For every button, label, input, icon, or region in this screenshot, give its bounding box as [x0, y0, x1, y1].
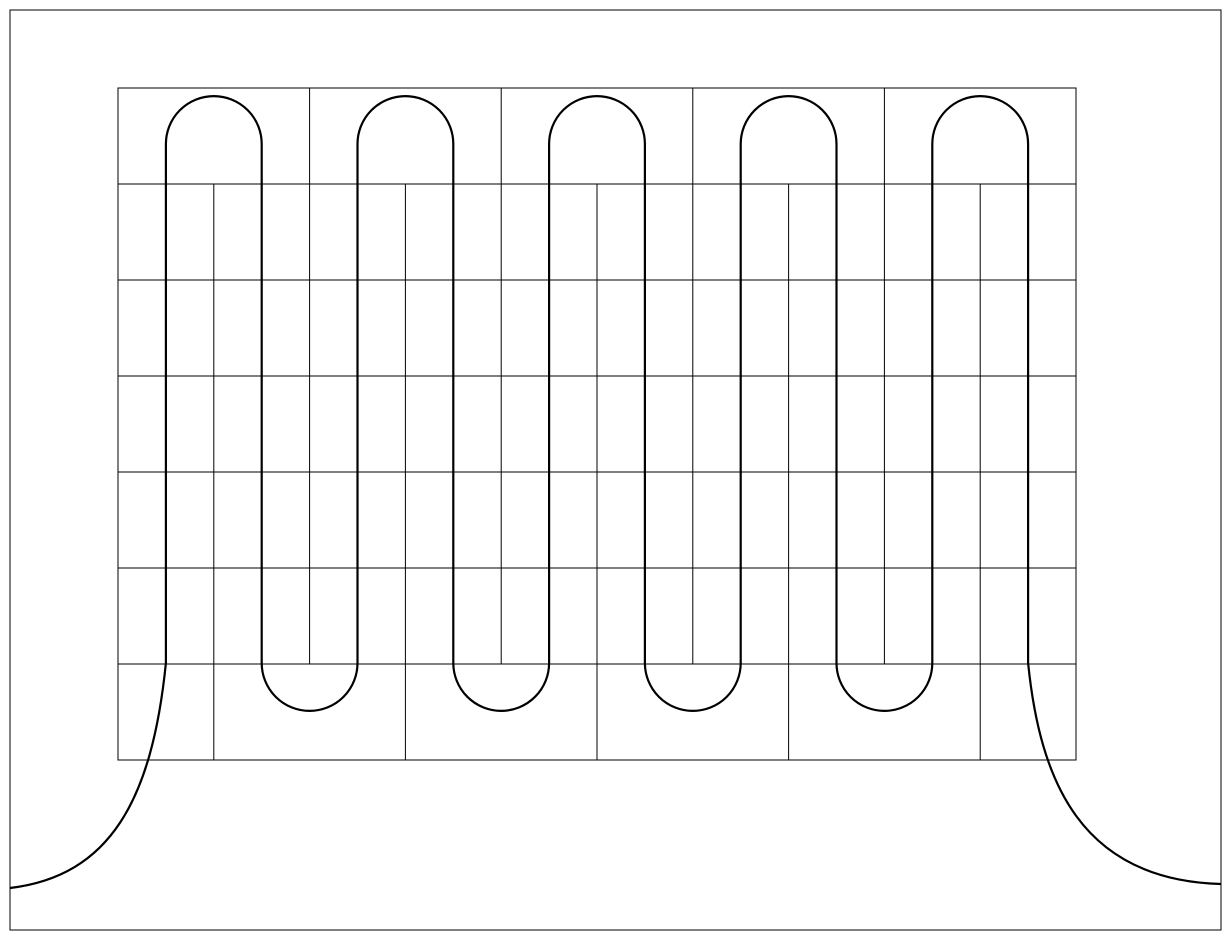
- serpentine-path: [9, 95, 1222, 890]
- outer-frame: [9, 9, 1222, 931]
- serpentine-path-group: [9, 95, 1222, 890]
- grid: [117, 87, 1077, 761]
